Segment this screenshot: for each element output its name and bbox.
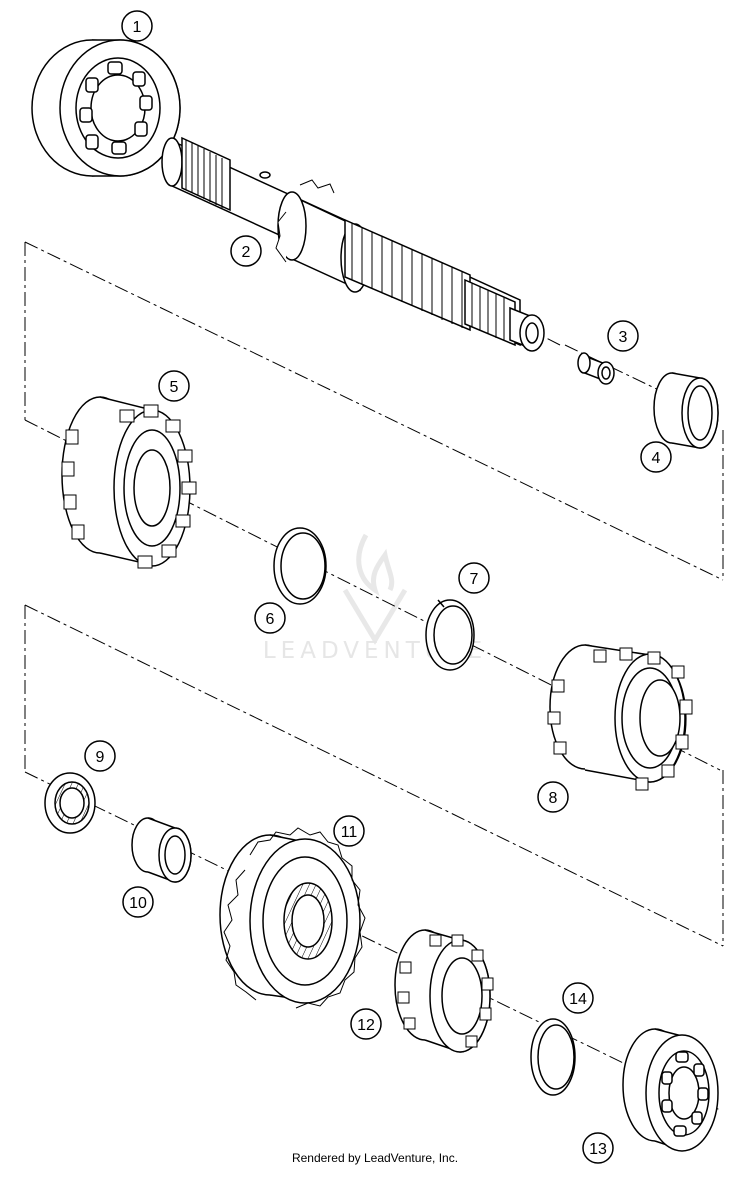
callout-8: 8	[537, 781, 569, 813]
callout-circle	[640, 441, 672, 473]
part-9-splined-washer	[44, 772, 96, 834]
part-10-bushing	[131, 817, 192, 883]
part-1-bearing	[31, 39, 181, 177]
callout-11: 11	[333, 815, 365, 847]
callout-label: 14	[569, 991, 587, 1008]
callout-12: 12	[350, 1008, 382, 1040]
callout-7: 7	[458, 562, 490, 594]
part-12-gear	[394, 929, 494, 1053]
callout-14: 14	[562, 982, 594, 1014]
callout-circle	[350, 1008, 382, 1040]
callout-circle	[333, 815, 365, 847]
callout-circle	[458, 562, 490, 594]
part-6-washer	[273, 527, 327, 605]
part-5-gear	[61, 396, 197, 569]
callout-circle	[121, 10, 153, 42]
callout-circle	[84, 740, 116, 772]
callout-10: 10	[122, 886, 154, 918]
callout-13: 13	[582, 1132, 614, 1164]
callout-9: 9	[84, 740, 116, 772]
callout-label: 2	[242, 244, 251, 261]
callout-label: 5	[170, 379, 179, 396]
callout-5: 5	[158, 370, 190, 402]
callout-3: 3	[607, 320, 639, 352]
callout-label: 6	[266, 611, 275, 628]
callout-circle	[122, 886, 154, 918]
callout-circle	[537, 781, 569, 813]
part-13-bearing	[622, 1028, 719, 1152]
callout-circle	[562, 982, 594, 1014]
callout-circle	[230, 235, 262, 267]
callout-label: 9	[96, 749, 105, 766]
callout-4: 4	[640, 441, 672, 473]
callout-label: 4	[652, 450, 661, 467]
callout-label: 1	[133, 19, 142, 36]
callout-label: 7	[470, 571, 479, 588]
part-8-gear	[547, 644, 693, 791]
callout-6: 6	[254, 602, 286, 634]
part-14-washer	[530, 1018, 576, 1096]
part-4-bushing-ring	[653, 372, 719, 449]
footer-credit: Rendered by LeadVenture, Inc.	[291, 1151, 459, 1165]
callout-circle	[607, 320, 639, 352]
part-3-bushing	[577, 352, 615, 385]
callout-circle	[158, 370, 190, 402]
part-11-large-gear	[219, 827, 366, 1009]
callout-circle	[254, 602, 286, 634]
callout-label: 12	[357, 1017, 375, 1034]
part-2-shaft	[161, 136, 545, 352]
callout-circle	[582, 1132, 614, 1164]
flame-logo-icon	[342, 533, 408, 645]
callout-1: 1	[121, 10, 153, 42]
callout-label: 3	[619, 329, 628, 346]
part-7-circlip	[425, 599, 475, 671]
callout-label: 10	[129, 895, 147, 912]
callout-label: 11	[341, 824, 358, 841]
callout-2: 2	[230, 235, 262, 267]
callout-label: 13	[589, 1141, 607, 1158]
callout-label: 8	[549, 790, 558, 807]
